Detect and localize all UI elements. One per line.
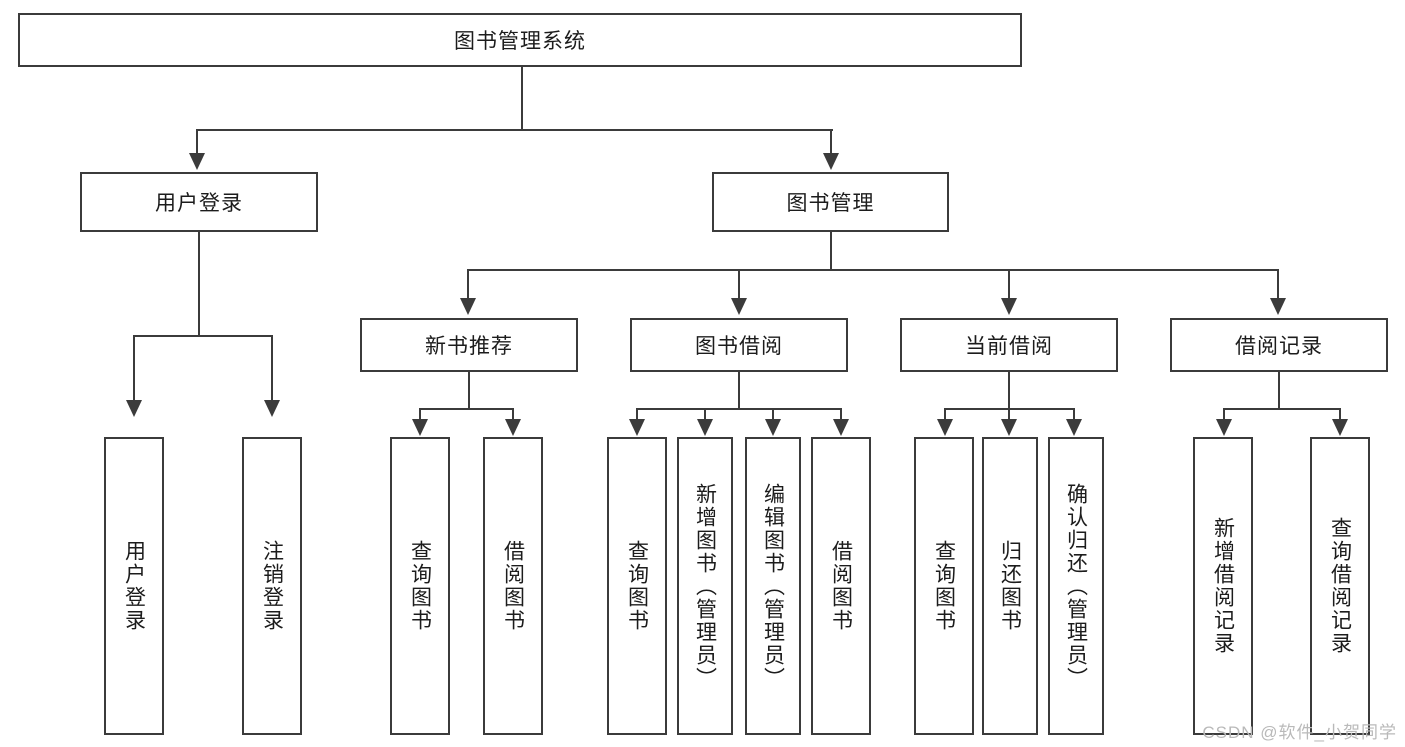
connector-recommend-stem	[468, 372, 470, 410]
connector-bookmgmt-to-record	[1277, 269, 1279, 301]
connector-borrow-stem	[738, 372, 740, 410]
node-label: 编辑图书（管理员）	[761, 482, 785, 690]
connector-login-to-leaf2	[271, 335, 273, 403]
csdn-watermark: CSDN @软件_小贺同学	[1202, 723, 1397, 742]
node-label: 用户登录	[155, 192, 243, 215]
node-label: 新增图书（管理员）	[693, 482, 717, 690]
node-label: 查询借阅记录	[1328, 517, 1352, 655]
arrow-root-to-login	[189, 153, 205, 170]
connector-root-to-bookmgmt	[830, 129, 832, 157]
connector-bookmgmt-to-current	[1008, 269, 1010, 301]
connector-login-to-leaf1	[133, 335, 135, 403]
leaf-confirm-return-admin[interactable]: 确认归还（管理员）	[1048, 437, 1104, 735]
node-current-borrowing[interactable]: 当前借阅	[900, 318, 1118, 372]
node-label: 图书管理	[786, 192, 875, 215]
connector-current-to-leaf1	[944, 408, 946, 422]
arrow-login-to-leaf2	[264, 400, 280, 417]
connector-current-stem	[1008, 372, 1010, 410]
connector-recommend-to-leaf2	[512, 408, 514, 422]
leaf-logout[interactable]: 注销登录	[242, 437, 302, 735]
arrow-borrow-to-leaf3	[765, 419, 781, 436]
connector-record-bar	[1223, 408, 1341, 410]
node-label: 新增借阅记录	[1211, 517, 1235, 655]
node-label: 查询图书	[625, 540, 649, 632]
connector-current-to-leaf2	[1008, 408, 1010, 422]
arrow-bookmgmt-to-current	[1001, 298, 1017, 315]
connector-borrow-to-leaf3	[772, 408, 774, 422]
connector-bookmgmt-to-borrow	[738, 269, 740, 301]
arrow-recommend-to-leaf2	[505, 419, 521, 436]
node-label: 注销登录	[260, 540, 284, 632]
arrow-login-to-leaf1	[126, 400, 142, 417]
arrow-recommend-to-leaf1	[412, 419, 428, 436]
leaf-query-books-borrow[interactable]: 查询图书	[607, 437, 667, 735]
connector-bookmgmt-stem	[830, 232, 832, 271]
node-borrow-records[interactable]: 借阅记录	[1170, 318, 1388, 372]
arrow-record-to-leaf2	[1332, 419, 1348, 436]
leaf-return-books[interactable]: 归还图书	[982, 437, 1038, 735]
connector-bookmgmt-bar	[467, 269, 1278, 271]
node-label: 借阅记录	[1235, 335, 1323, 358]
connector-bookmgmt-to-recommend	[467, 269, 469, 301]
leaf-add-borrow-record[interactable]: 新增借阅记录	[1193, 437, 1253, 735]
leaf-edit-book-admin[interactable]: 编辑图书（管理员）	[745, 437, 801, 735]
connector-root-to-login	[196, 129, 198, 157]
node-user-login[interactable]: 用户登录	[80, 172, 318, 232]
arrow-current-to-leaf2	[1001, 419, 1017, 436]
arrow-bookmgmt-to-borrow	[731, 298, 747, 315]
node-label: 用户登录	[122, 540, 146, 632]
leaf-user-login[interactable]: 用户登录	[104, 437, 164, 735]
connector-borrow-to-leaf4	[840, 408, 842, 422]
connector-borrow-to-leaf2	[704, 408, 706, 422]
arrow-borrow-to-leaf1	[629, 419, 645, 436]
node-label: 查询图书	[932, 540, 956, 632]
arrow-current-to-leaf3	[1066, 419, 1082, 436]
connector-record-to-leaf1	[1223, 408, 1225, 422]
node-label: 当前借阅	[965, 335, 1053, 358]
connector-root-stem	[521, 67, 523, 130]
connector-root-bar	[197, 129, 833, 131]
leaf-add-book-admin[interactable]: 新增图书（管理员）	[677, 437, 733, 735]
arrow-current-to-leaf1	[937, 419, 953, 436]
connector-recommend-bar	[419, 408, 514, 410]
connector-borrow-bar	[636, 408, 841, 410]
connector-login-stem	[198, 232, 200, 336]
node-label: 图书管理系统	[454, 30, 586, 53]
connector-login-bar	[133, 335, 272, 337]
node-label: 归还图书	[998, 540, 1022, 632]
leaf-query-books-current[interactable]: 查询图书	[914, 437, 974, 735]
connector-record-to-leaf2	[1339, 408, 1341, 422]
leaf-borrow-books[interactable]: 借阅图书	[811, 437, 871, 735]
node-label: 新书推荐	[425, 335, 513, 358]
connector-recommend-to-leaf1	[419, 408, 421, 422]
node-root-library-system[interactable]: 图书管理系统	[18, 13, 1022, 67]
arrow-record-to-leaf1	[1216, 419, 1232, 436]
node-label: 借阅图书	[829, 540, 853, 632]
arrow-root-to-bookmgmt	[823, 153, 839, 170]
arrow-borrow-to-leaf4	[833, 419, 849, 436]
node-book-borrowing[interactable]: 图书借阅	[630, 318, 848, 372]
leaf-query-borrow-record[interactable]: 查询借阅记录	[1310, 437, 1370, 735]
leaf-query-books-recommend[interactable]: 查询图书	[390, 437, 450, 735]
node-label: 借阅图书	[501, 540, 525, 632]
connector-borrow-to-leaf1	[636, 408, 638, 422]
node-label: 确认归还（管理员）	[1064, 482, 1088, 690]
node-new-book-recommendation[interactable]: 新书推荐	[360, 318, 578, 372]
connector-record-stem	[1278, 372, 1280, 410]
node-book-management[interactable]: 图书管理	[712, 172, 949, 232]
node-label: 查询图书	[408, 540, 432, 632]
leaf-borrow-books-recommend[interactable]: 借阅图书	[483, 437, 543, 735]
arrow-borrow-to-leaf2	[697, 419, 713, 436]
arrow-bookmgmt-to-recommend	[460, 298, 476, 315]
arrow-bookmgmt-to-record	[1270, 298, 1286, 315]
connector-current-to-leaf3	[1073, 408, 1075, 422]
node-label: 图书借阅	[695, 335, 783, 358]
